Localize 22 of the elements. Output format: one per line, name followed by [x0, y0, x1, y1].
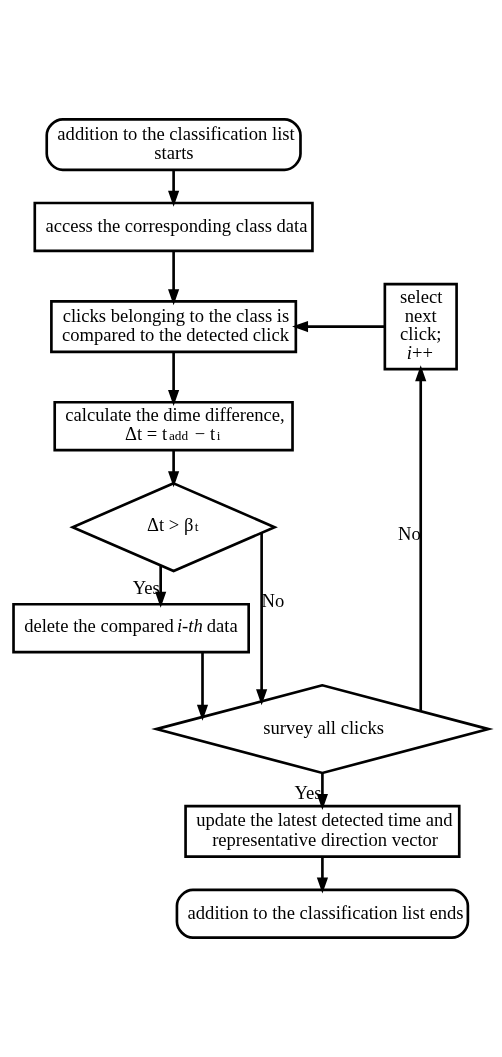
node-diamond: Δt > βt [69, 481, 278, 573]
arrow [168, 450, 180, 488]
arrow [292, 320, 385, 333]
arrow [168, 251, 180, 306]
node-box: addition to the classification list ends [175, 888, 470, 940]
arrow [256, 533, 268, 706]
arrow [155, 565, 167, 608]
node-box: addition to the classification list starts [45, 118, 302, 172]
arrow [316, 773, 328, 811]
node-box: delete the compared i-th data [12, 602, 250, 654]
node-box: calculate the dime difference, Δt = tadd − ti [53, 400, 294, 452]
arrow [415, 365, 427, 711]
edge-label: Yes [132, 577, 160, 599]
arrow [316, 857, 328, 894]
arrow [196, 652, 209, 721]
arrow [168, 352, 180, 407]
arrow [168, 170, 180, 207]
node-box: update the latest detected time and representative direction vector [184, 804, 461, 858]
node-box: access the corresponding class data [33, 201, 314, 253]
node-box: select next click; i++ [383, 282, 458, 371]
node-diamond: survey all clicks [151, 683, 494, 775]
node-box: clicks belonging to the class is compared to the detected click [50, 300, 298, 354]
